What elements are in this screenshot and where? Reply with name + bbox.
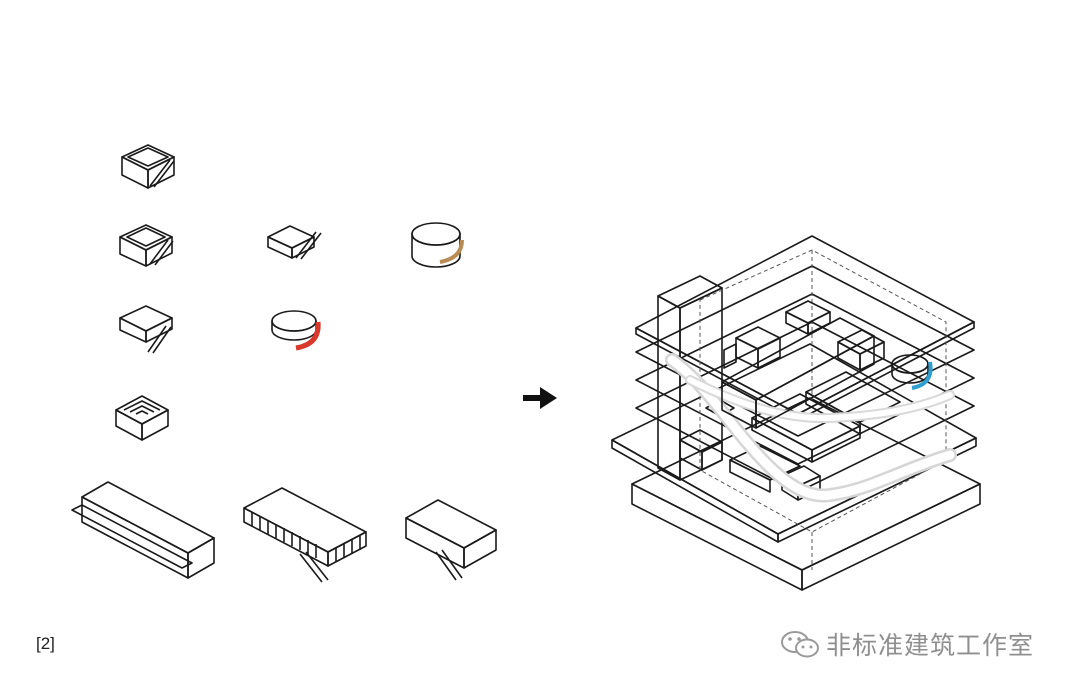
watermark: 非标准建筑工作室 (780, 626, 1034, 662)
component-teal-long-bar (71, 481, 215, 579)
component-blue-stair-box (119, 305, 173, 354)
component-tan-ramp-cylinder (411, 222, 464, 268)
component-pink-box (405, 499, 497, 581)
component-orange-stepped-seating (115, 395, 169, 441)
wechat-icon (781, 631, 819, 658)
component-red-ramp-cylinder (271, 310, 321, 351)
arrow-right-icon (523, 387, 557, 409)
component-purple-glazed-bar (243, 487, 367, 583)
figure-caption: [2] (36, 634, 55, 653)
watermark-text: 非标准建筑工作室 (826, 631, 1035, 660)
component-magenta-stair-box (121, 144, 175, 189)
component-yellow-stair-box (119, 224, 174, 267)
component-green-stair-box (267, 225, 322, 260)
assembled-building (611, 235, 981, 591)
